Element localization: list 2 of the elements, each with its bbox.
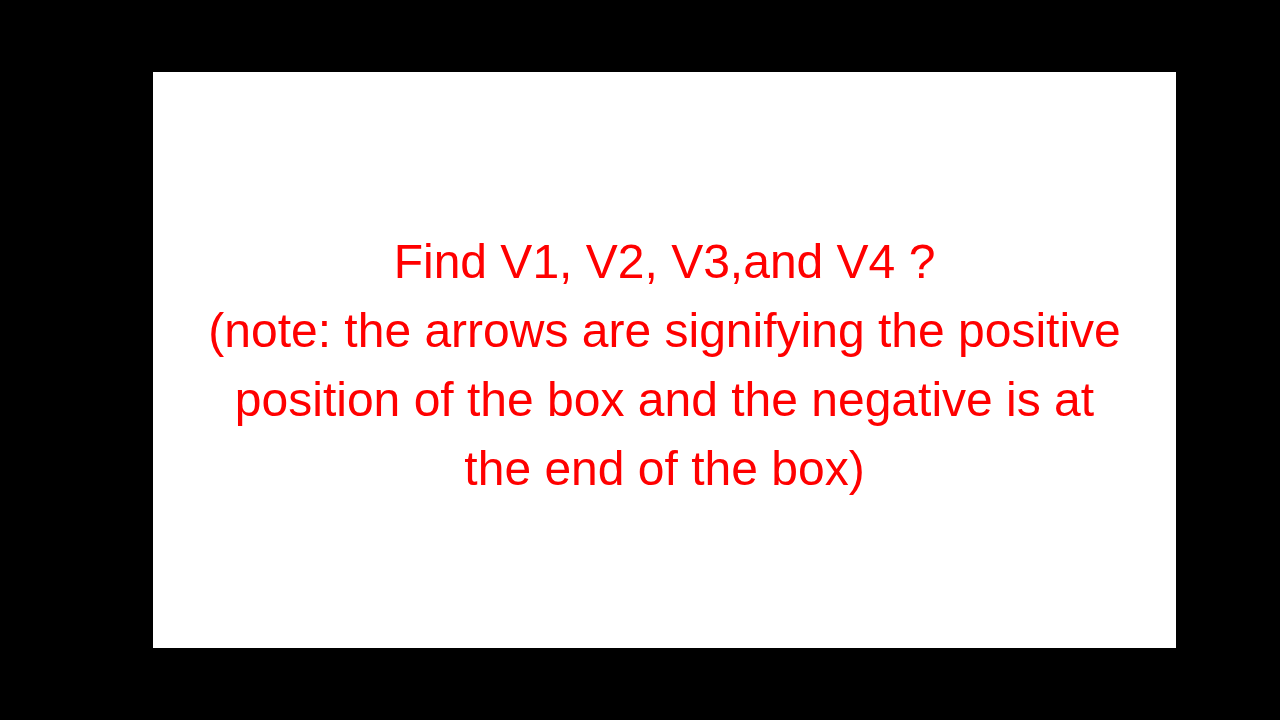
note-text: (note: the arrows are signifying the positive position of the box and the negative is at the end of the box): [207, 303, 1122, 497]
question-text: Find V1, V2, V3,and V4 ?: [393, 234, 936, 290]
